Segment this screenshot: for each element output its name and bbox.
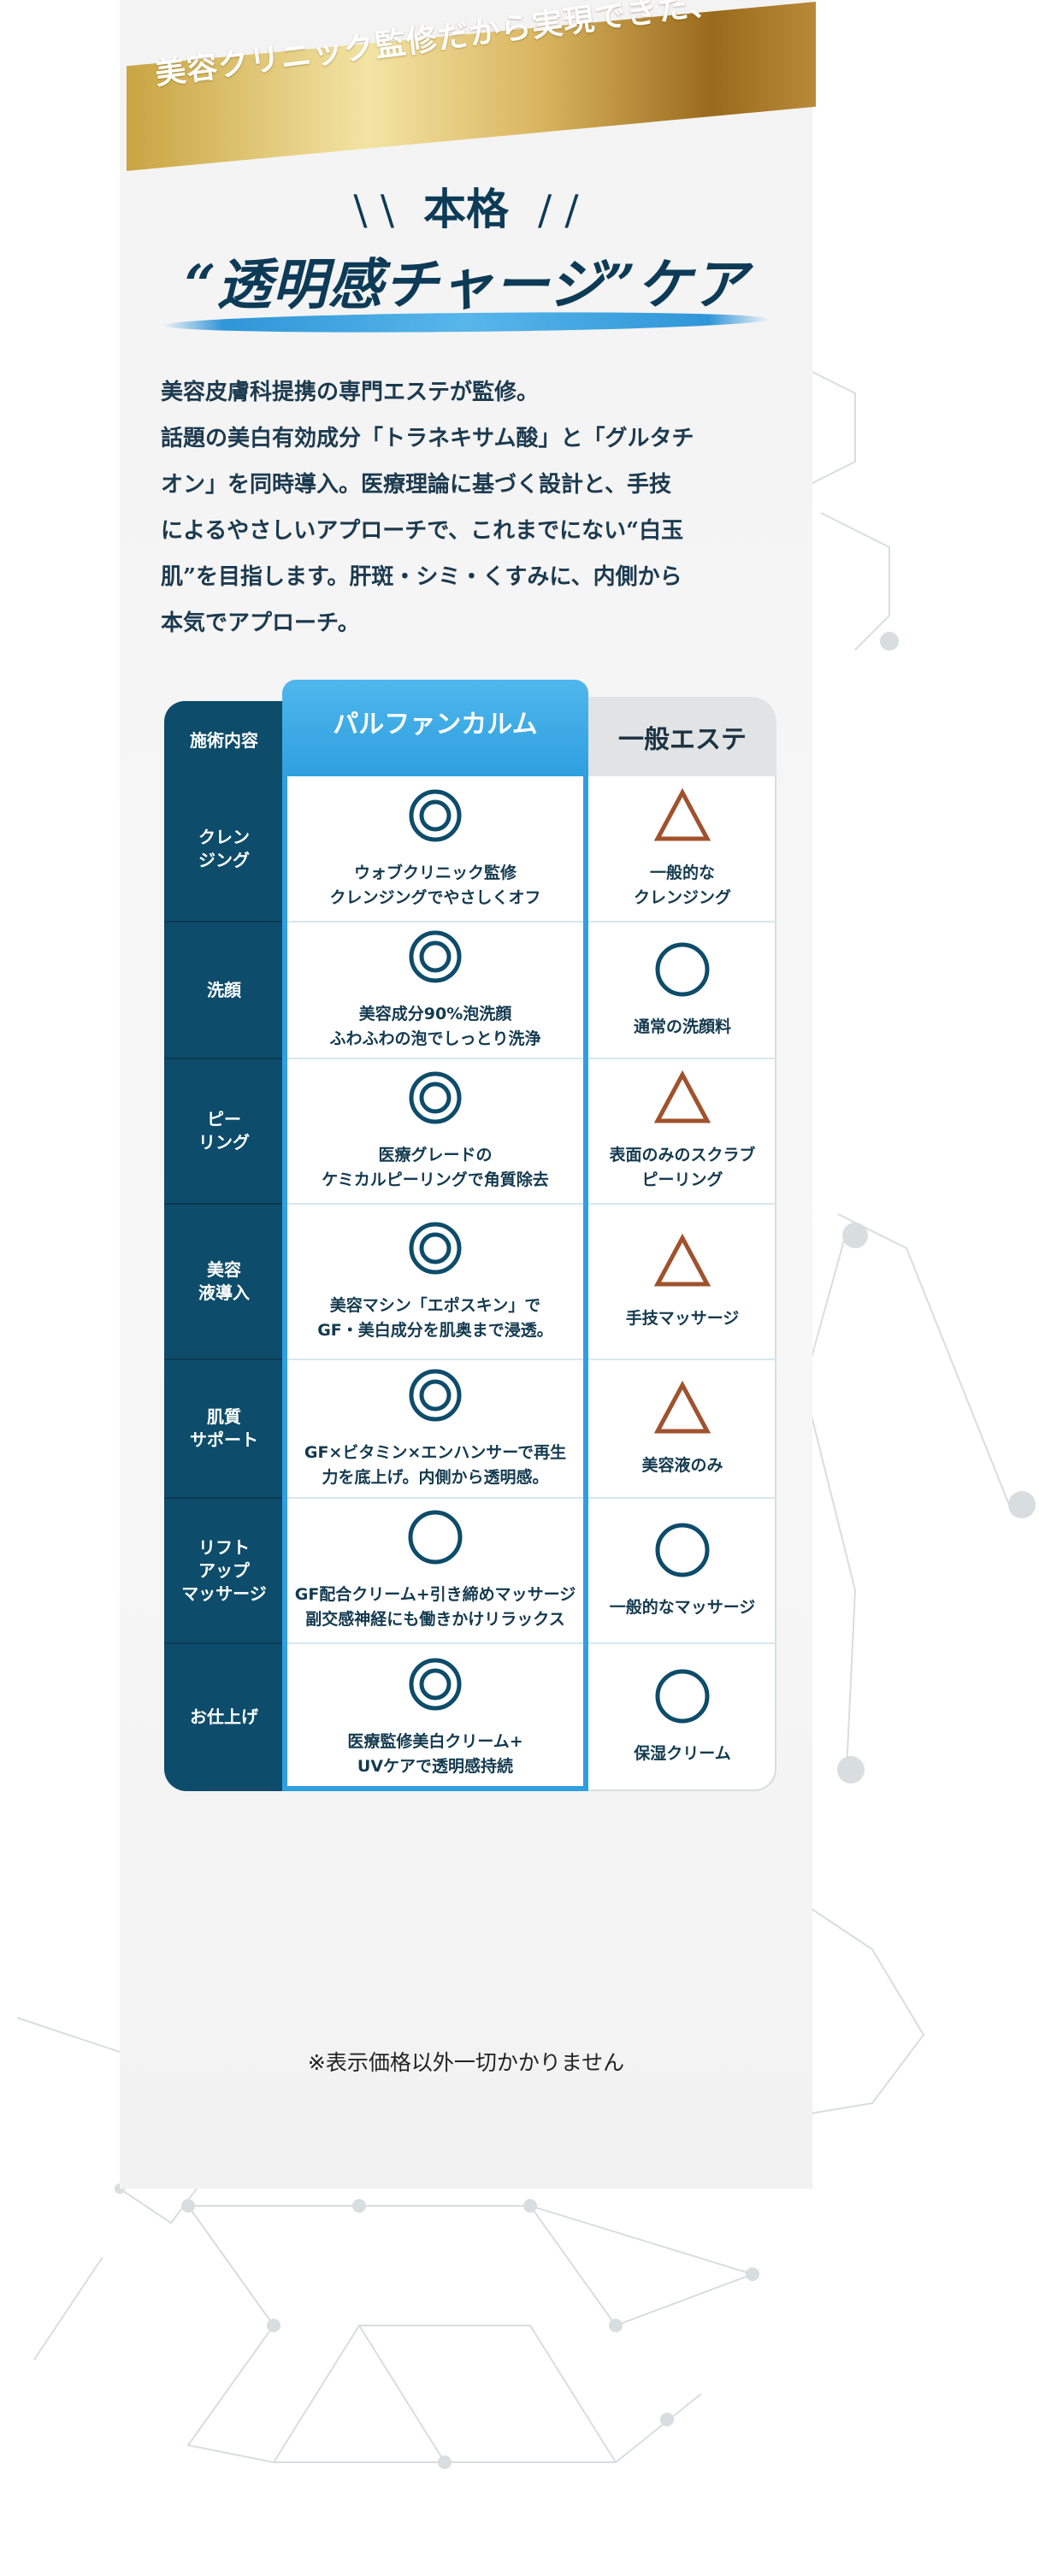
headline-slash-left: \ \	[353, 186, 394, 234]
row-general-cell: 保湿クリーム	[588, 1643, 776, 1791]
row-ours-text: GF配合クリーム+引き締めマッサージ 副交感神経にも働きかけリラックス	[294, 1585, 576, 1629]
double-circle-symbol-icon	[407, 1070, 463, 1143]
row-ours-cell: ウォブクリニック監修 クレンジングでやさしくオフ	[282, 776, 588, 922]
category-divider	[164, 1642, 284, 1644]
triangle-symbol-icon	[653, 1070, 711, 1143]
row-category: 洗顔	[207, 979, 241, 1000]
table-row: 洗顔美容成分90%泡洗顔 ふわふわの泡でしっとり洗浄 通常の洗顔料	[164, 922, 776, 1058]
row-divider	[284, 1203, 776, 1205]
row-general-text: 一般的な クレンジング	[633, 864, 731, 907]
circle-symbol-icon	[407, 1509, 463, 1583]
row-divider	[284, 1359, 776, 1360]
intro-line: 話題の美白有効成分「トラネキサム酸」と「グルタチ	[161, 426, 694, 451]
category-column	[164, 776, 284, 1791]
row-ours-cell: 美容成分90%泡洗顔 ふわふわの泡でしっとり洗浄	[282, 922, 588, 1058]
row-general-cell: 表面のみのスクラブ ピーリング	[588, 1058, 776, 1204]
comparison-table: 施術内容 パルファンカルム 一般エステ クレン ジングウォブクリニック監修 クレ…	[164, 680, 776, 1791]
headline-main: “透明感チャージ”ケア	[184, 253, 748, 317]
price-note: ※表示価格以外一切かかりません	[307, 2050, 625, 2075]
category-divider	[164, 1203, 284, 1205]
header-ours: パルファンカルム	[282, 680, 588, 776]
intro-line: によるやさしいアプローチで、これまでにない“白玉	[161, 518, 684, 544]
row-ours-cell: GF配合クリーム+引き締めマッサージ 副交感神経にも働きかけリラックス	[282, 1498, 588, 1643]
intro-line: 美容皮膚科提携の専門エステが監修。	[161, 380, 540, 405]
header-category: 施術内容	[164, 701, 284, 776]
headline-small-text: 本格	[423, 184, 509, 234]
intro-line: 肌”を目指します。肝斑・シミ・くすみに、内側から	[161, 564, 682, 590]
category-divider	[164, 1497, 284, 1499]
row-category: お仕上げ	[190, 1707, 258, 1727]
row-ours-cell: GF×ビタミン×エンハンサーで再生 力を底上げ。内側から透明感。	[282, 1359, 588, 1498]
table-row: クレン ジングウォブクリニック監修 クレンジングでやさしくオフ 一般的な クレンジ…	[164, 776, 776, 922]
table-row: お仕上げ医療監修美白クリーム+ UVケアで透明感持続 保湿クリーム	[164, 1643, 776, 1791]
row-general-text: 通常の洗顔料	[633, 1017, 731, 1036]
row-ours-text: 医療グレードの ケミカルピーリングで角質除去	[322, 1146, 549, 1189]
row-general-cell: 手技マッサージ	[588, 1204, 776, 1359]
row-ours-cell: 医療監修美白クリーム+ UVケアで透明感持続	[282, 1643, 588, 1791]
circle-symbol-icon	[654, 941, 711, 1015]
row-category: 美容 液導入	[198, 1259, 250, 1303]
circle-symbol-icon	[654, 1668, 711, 1742]
row-category: ピー リング	[198, 1109, 250, 1152]
triangle-symbol-icon	[653, 787, 711, 861]
intro-line: オン」を同時導入。医療理論に基づく設計と、手技	[161, 472, 671, 498]
table-row: ピー リング医療グレードの ケミカルピーリングで角質除去 表面のみのスクラブ ピー…	[164, 1058, 776, 1204]
header-general: 一般エステ	[588, 697, 776, 776]
double-circle-symbol-icon	[407, 1220, 463, 1294]
row-general-text: 表面のみのスクラブ ピーリング	[609, 1146, 756, 1189]
row-divider	[284, 1497, 776, 1499]
row-general-cell: 通常の洗顔料	[588, 922, 776, 1058]
row-general-text: 美容液のみ	[641, 1455, 723, 1475]
intro-line: 本気でアプローチ。	[161, 610, 360, 636]
row-divider	[284, 1642, 776, 1644]
row-ours-text: 美容マシン「エポスキン」で GF・美白成分を肌奥まで浸透。	[317, 1296, 553, 1340]
row-ours-text: ウォブクリニック監修 クレンジングでやさしくオフ	[329, 864, 541, 907]
row-ours-text: GF×ビタミン×エンハンサーで再生 力を底上げ。内側から透明感。	[304, 1443, 567, 1487]
row-ours-cell: 美容マシン「エポスキン」で GF・美白成分を肌奥まで浸透。	[282, 1204, 588, 1359]
row-category: リフト アップ マッサージ	[181, 1536, 267, 1604]
intro-paragraph: 美容皮膚科提携の専門エステが監修。 話題の美白有効成分「トラネキサム酸」と「グル…	[161, 369, 794, 646]
category-divider	[164, 1058, 284, 1059]
row-category: クレン ジング	[198, 827, 250, 870]
category-divider	[164, 921, 284, 923]
row-general-cell: 一般的な クレンジング	[588, 776, 776, 922]
triangle-symbol-icon	[653, 1380, 711, 1453]
row-ours-text: 医療監修美白クリーム+ UVケアで透明感持続	[347, 1731, 523, 1776]
row-general-text: 一般的なマッサージ	[609, 1597, 756, 1617]
double-circle-symbol-icon	[407, 1656, 463, 1730]
double-circle-symbol-icon	[407, 928, 463, 1002]
row-divider	[284, 1058, 776, 1059]
row-ours-text: 美容成分90%泡洗顔 ふわふわの泡でしっとり洗浄	[329, 1005, 541, 1048]
row-general-text: 手技マッサージ	[625, 1308, 740, 1328]
row-general-cell: 一般的なマッサージ	[588, 1498, 776, 1643]
table-row: リフト アップ マッサージ GF配合クリーム+引き締めマッサージ 副交感神経にも働…	[164, 1498, 776, 1643]
category-divider	[164, 1359, 284, 1360]
table-row: 美容 液導入美容マシン「エポスキン」で GF・美白成分を肌奥まで浸透。 手技マッサ…	[164, 1204, 776, 1359]
row-general-text: 保湿クリーム	[634, 1744, 731, 1763]
double-circle-symbol-icon	[407, 787, 463, 861]
row-category: 肌質 サポート	[190, 1406, 258, 1450]
row-general-cell: 美容液のみ	[588, 1359, 776, 1498]
triangle-symbol-icon	[653, 1233, 711, 1306]
table-row: 肌質 サポート GF×ビタミン×エンハンサーで再生 力を底上げ。内側から透明感。 美…	[164, 1359, 776, 1498]
circle-symbol-icon	[654, 1522, 711, 1595]
headline-small: \ \ 本格 / /	[0, 175, 932, 237]
double-circle-symbol-icon	[407, 1367, 463, 1441]
headline-slash-right: / /	[538, 186, 579, 234]
row-ours-cell: 医療グレードの ケミカルピーリングで角質除去	[282, 1058, 588, 1204]
row-divider	[284, 921, 776, 923]
